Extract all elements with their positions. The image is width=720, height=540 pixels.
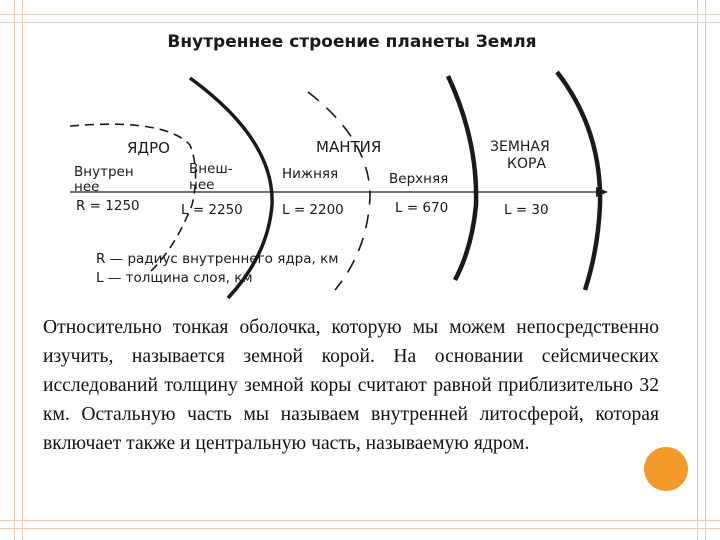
legend-radius: R — радиус внутреннего ядра, км bbox=[96, 251, 338, 267]
legend-thickness: L — толщина слоя, км bbox=[96, 270, 253, 286]
outer-core-name-line1: Внеш- bbox=[189, 161, 233, 177]
mantle-label: МАНТИЯ bbox=[316, 138, 381, 156]
earth-structure-diagram: Внутреннее строение планеты Земля ЯДРО М… bbox=[69, 32, 608, 300]
frame-line-right-outer bbox=[705, 0, 706, 540]
mantle-boundary bbox=[445, 75, 479, 282]
description-paragraph: Относительно тонкая оболочка, которую мы… bbox=[43, 317, 659, 454]
outer-core-thickness-value: L = 2250 bbox=[181, 202, 243, 218]
core-mantle-boundary bbox=[307, 91, 371, 291]
crust-label-line1: ЗЕМНАЯ bbox=[490, 139, 550, 155]
frame-line-top-inner bbox=[0, 22, 720, 23]
inner-core-radius-value: R = 1250 bbox=[76, 198, 140, 214]
frame-line-left-outer bbox=[14, 0, 15, 540]
frame-line-right-inner bbox=[697, 0, 698, 540]
lower-mantle-name: Нижняя bbox=[282, 166, 338, 182]
accent-dot bbox=[644, 447, 688, 491]
frame-line-left-inner bbox=[22, 0, 23, 540]
crust-thickness-value: L = 30 bbox=[504, 202, 549, 218]
upper-mantle-name: Верхняя bbox=[389, 171, 448, 187]
inner-core-name-line2: нее bbox=[74, 179, 99, 195]
outer-core-name-line2: нее bbox=[189, 177, 214, 193]
outer-core-boundary bbox=[188, 76, 274, 300]
inner-core-name-line1: Внутрен bbox=[74, 164, 134, 180]
crust-boundary bbox=[555, 70, 603, 291]
core-label: ЯДРО bbox=[127, 139, 170, 157]
radius-axis-arrowhead bbox=[596, 187, 608, 197]
upper-mantle-thickness-value: L = 670 bbox=[395, 200, 448, 216]
inner-core-boundary bbox=[69, 123, 197, 273]
diagram-title: Внутреннее строение планеты Земля bbox=[167, 32, 536, 52]
frame-line-bottom-inner bbox=[0, 520, 720, 521]
crust-label-line2: КОРА bbox=[507, 156, 546, 172]
frame-line-bottom-outer bbox=[0, 528, 720, 529]
lower-mantle-thickness-value: L = 2200 bbox=[282, 202, 344, 218]
frame-line-top-outer bbox=[0, 14, 720, 15]
